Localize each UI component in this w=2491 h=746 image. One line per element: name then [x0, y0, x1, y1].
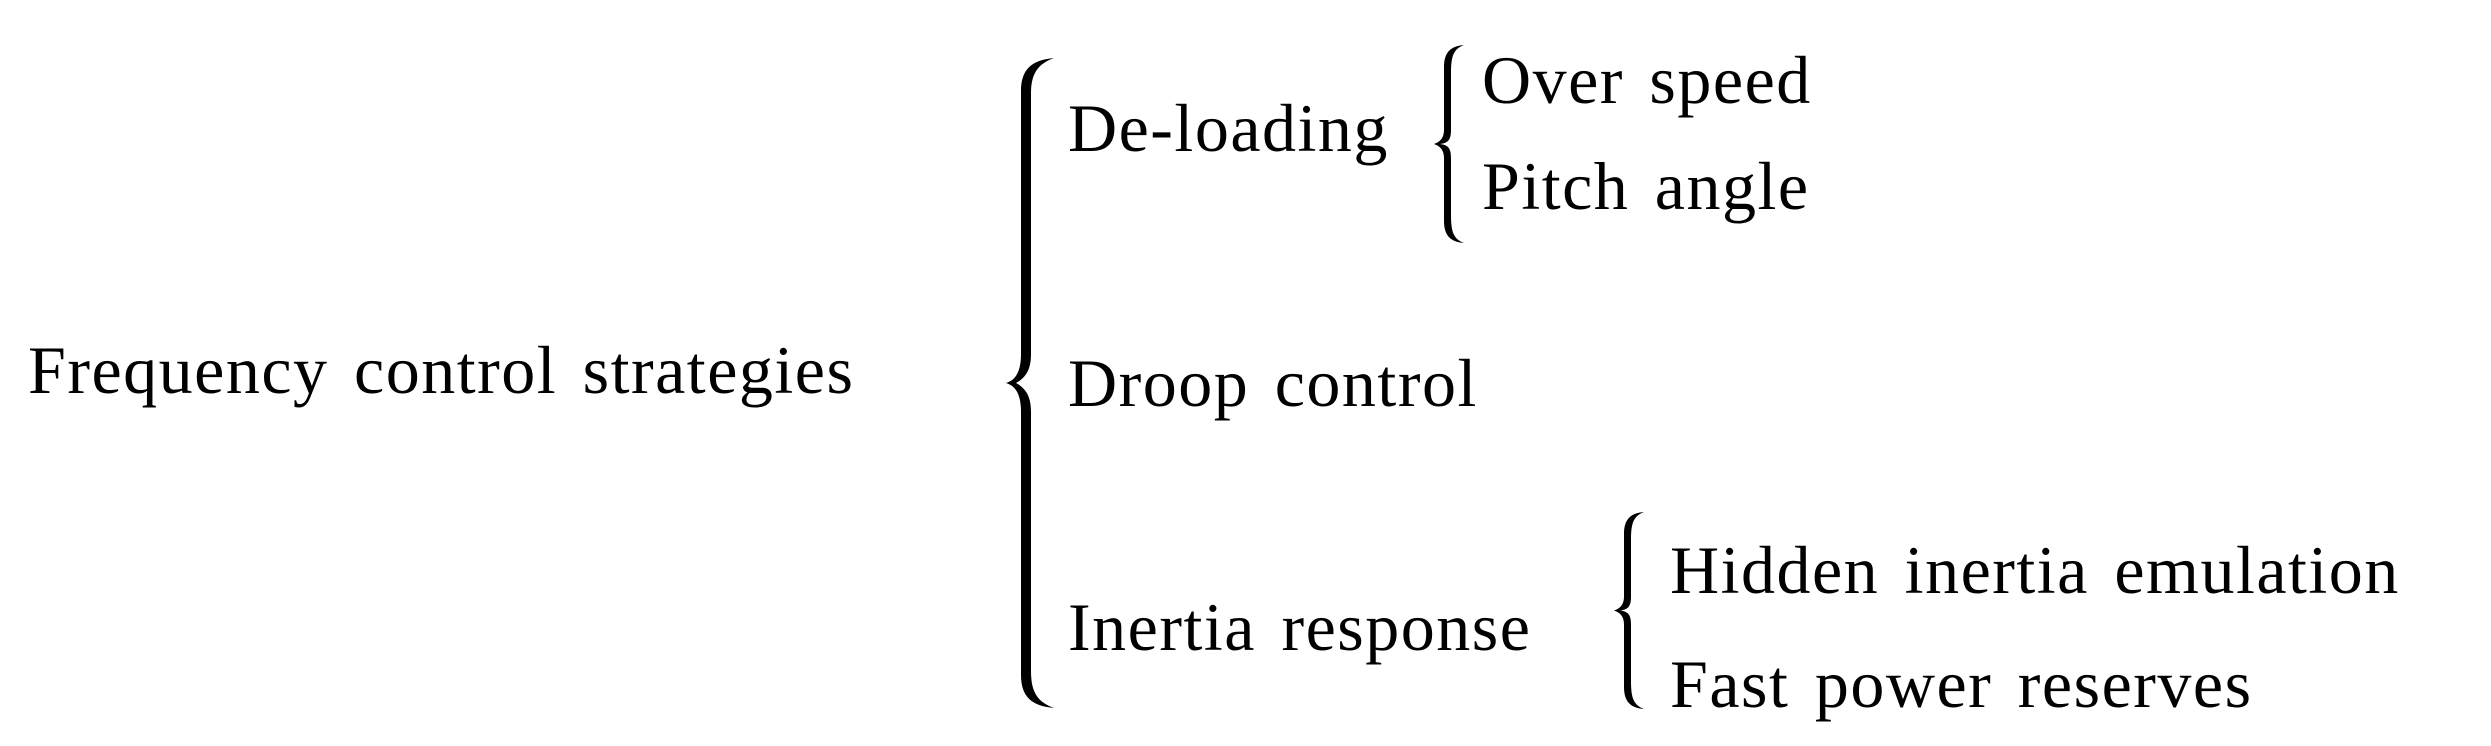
deloading-curly-brace-icon	[1434, 45, 1464, 243]
leaf-label-fast-power-reserves: Fast power reserves	[1670, 646, 2253, 722]
branch-label-deloading: De-loading	[1068, 90, 1389, 166]
branch-label-inertia-response: Inertia response	[1068, 589, 1532, 665]
branch-label-droop-control: Droop control	[1068, 345, 1478, 421]
leaf-label-over-speed: Over speed	[1482, 42, 1812, 118]
root-label: Frequency control strategies	[28, 332, 855, 408]
leaf-label-pitch-angle: Pitch angle	[1482, 148, 1810, 224]
root-curly-brace-icon	[1006, 58, 1054, 708]
leaf-label-hidden-inertia-emulation: Hidden inertia emulation	[1670, 532, 2400, 608]
inertia-curly-brace-icon	[1614, 512, 1644, 709]
